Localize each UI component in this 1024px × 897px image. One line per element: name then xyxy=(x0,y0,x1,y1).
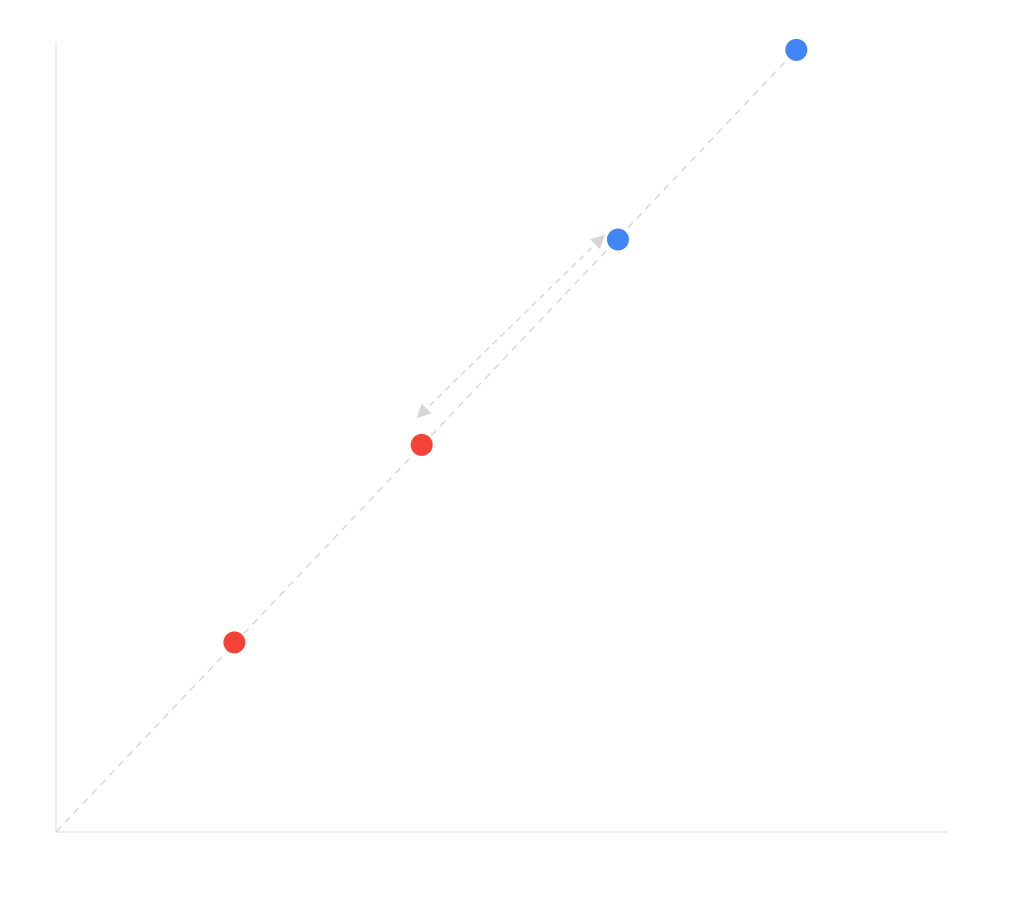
data-point xyxy=(785,38,808,61)
data-point-label: Experiential xyxy=(648,217,815,253)
data-point-label: Commodity xyxy=(264,620,426,656)
y-tick-label: Positioning xyxy=(6,369,37,506)
data-point xyxy=(410,433,433,456)
y-tick-label: Commodity xyxy=(6,690,37,832)
data-point xyxy=(606,228,629,251)
data-point-label: Platform xyxy=(826,69,945,105)
data-point-label: Experiential xyxy=(826,27,993,63)
data-point-label: Basic xyxy=(452,422,530,458)
data-point xyxy=(223,631,246,654)
x-tick-label: Market xyxy=(56,859,142,890)
data-point-label: Operations xyxy=(648,259,805,295)
x-tick-label: Pricing xyxy=(459,859,545,890)
y-tick-label: Differentiated xyxy=(6,42,37,208)
experience-gap-arrow xyxy=(416,234,606,419)
x-tick-label: Premium xyxy=(836,859,948,890)
experience-gap-label: The Experience Gap xyxy=(229,284,504,317)
data-point-label: Space xyxy=(264,662,355,698)
data-point-label: Services xyxy=(452,464,575,500)
